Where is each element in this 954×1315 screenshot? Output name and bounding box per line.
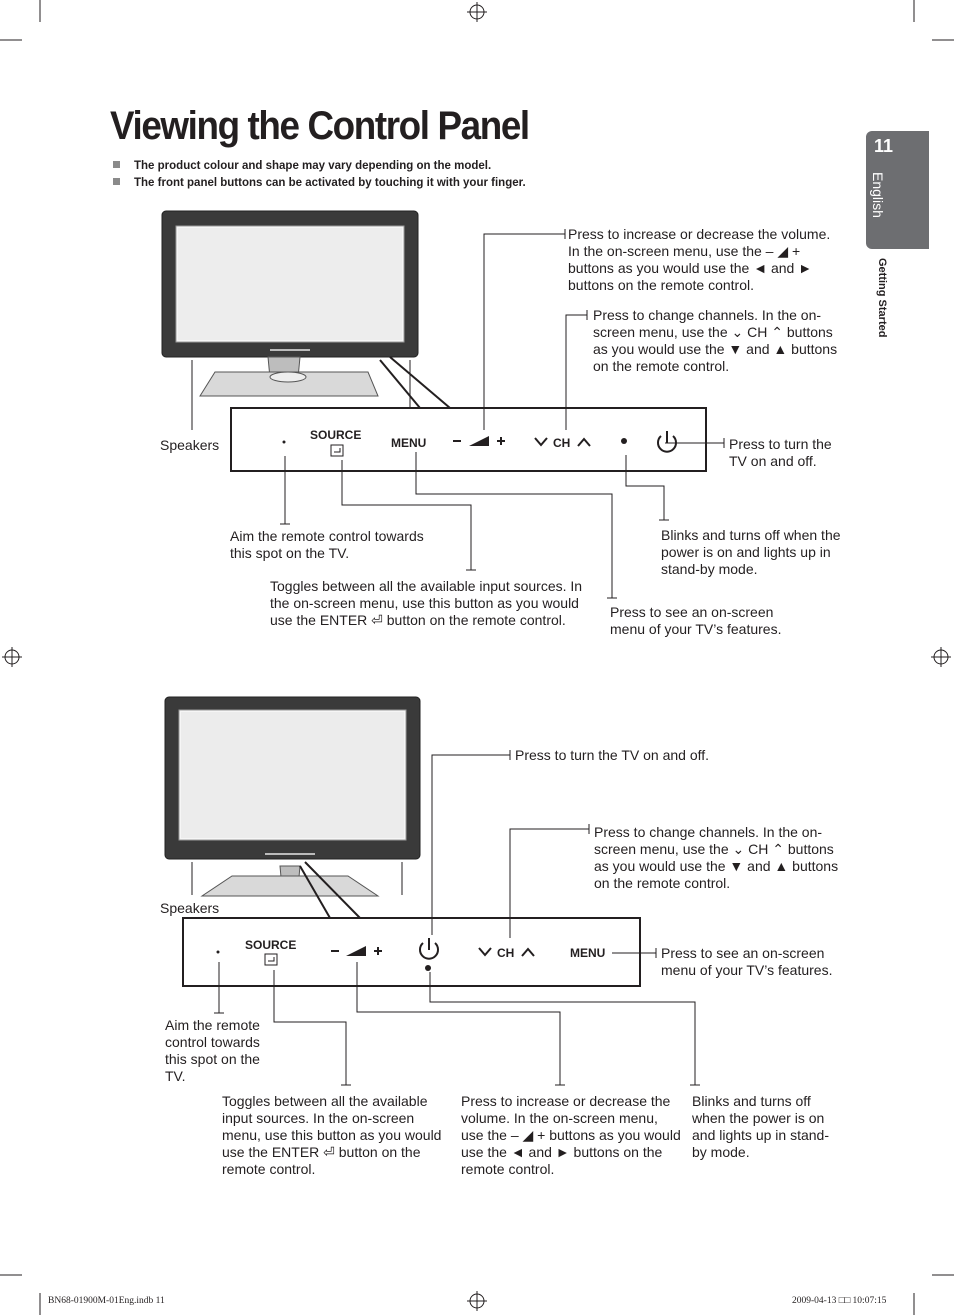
- footer-file: BN68-01900M-01Eng.indb 11: [48, 1296, 165, 1306]
- power-indicator-description: Blinks and turns off when the power is o…: [692, 1093, 829, 1160]
- volume-triangle-icon: [469, 436, 489, 446]
- menu-button-label: MENU: [391, 436, 427, 450]
- volume-description: Press to increase or decrease the volume…: [568, 226, 831, 293]
- chevron-down-icon: [478, 947, 492, 957]
- channel-description: Press to change channels. In the on-scre…: [593, 307, 838, 374]
- tv-illustration: [161, 210, 419, 397]
- power-icon: [657, 431, 677, 453]
- source-description: Toggles between all the available input …: [222, 1093, 442, 1177]
- menu-description: Press to see an on-screen menu of your T…: [610, 604, 782, 637]
- control-panel-zoom: [182, 917, 641, 987]
- menu-description: Press to see an on-screen menu of your T…: [661, 945, 833, 978]
- power-indicator-description: Blinks and turns off when the power is o…: [661, 527, 841, 577]
- chapter-tab: [866, 131, 929, 249]
- channel-description: Press to change channels. In the on-scre…: [594, 824, 839, 891]
- page-title: Viewing the Control Panel: [110, 104, 530, 148]
- section-label: Getting Started: [876, 258, 888, 338]
- note-item: The product colour and shape may vary de…: [113, 160, 491, 172]
- page-number: 11: [874, 136, 894, 156]
- source-button-label: SOURCE: [310, 428, 362, 442]
- note-item: The front panel buttons can be activated…: [113, 177, 526, 189]
- power-description: Press to turn the TV on and off.: [729, 436, 832, 469]
- menu-button-label: MENU: [570, 946, 606, 960]
- chevron-up-icon: [577, 437, 591, 447]
- speakers-label: Speakers: [160, 900, 220, 916]
- source-description: Toggles between all the available input …: [270, 578, 583, 628]
- ch-button-label: CH: [497, 946, 515, 960]
- enter-icon: [330, 444, 344, 457]
- power-indicator-dot: [621, 438, 627, 444]
- tv-illustration: [164, 696, 421, 897]
- chevron-down-icon: [534, 437, 548, 447]
- chevron-up-icon: [521, 947, 535, 957]
- remote-sensor-description: Aim the remote control towards this spot…: [165, 1017, 260, 1084]
- source-button-label: SOURCE: [245, 938, 297, 952]
- enter-icon: [264, 953, 278, 966]
- volume-description: Press to increase or decrease the volume…: [461, 1093, 681, 1177]
- ch-button-label: CH: [553, 436, 571, 450]
- power-description: Press to turn the TV on and off.: [515, 747, 710, 763]
- speakers-label: Speakers: [160, 437, 220, 453]
- remote-sensor-description: Aim the remote control towards this spot…: [230, 528, 424, 561]
- power-icon: [419, 938, 439, 960]
- power-indicator-dot: [425, 965, 431, 971]
- language-label: English: [870, 172, 886, 218]
- control-panel-zoom: [230, 407, 707, 472]
- footer-timestamp: 2009-04-13 □□ 10:07:15: [792, 1296, 887, 1306]
- volume-triangle-icon: [346, 946, 366, 956]
